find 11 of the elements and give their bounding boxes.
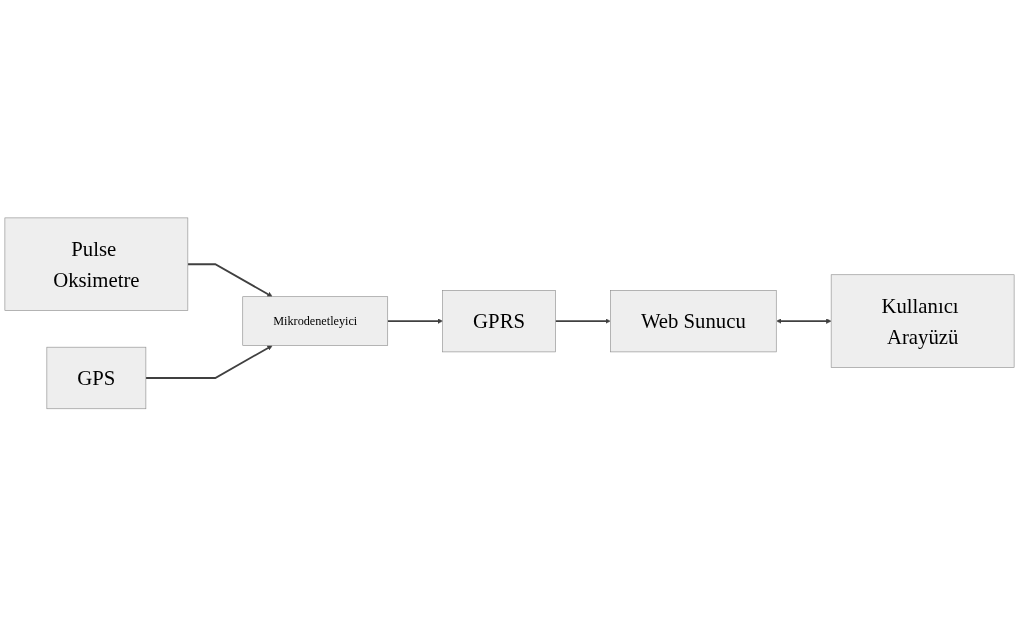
node-box: Kullanıcı Arayüzü	[830, 274, 1015, 368]
node-box: Mikrodenetleyici	[242, 296, 389, 346]
node-box: Web Sunucu	[610, 289, 777, 352]
node-box: Pulse Oksimetre	[4, 217, 189, 311]
arrow	[186, 263, 273, 297]
arrow	[554, 318, 611, 324]
node-box: GPRS	[442, 289, 556, 352]
arrow	[776, 318, 832, 324]
arrow	[144, 344, 273, 379]
arrow	[386, 318, 443, 324]
node-box: GPS	[46, 346, 147, 409]
